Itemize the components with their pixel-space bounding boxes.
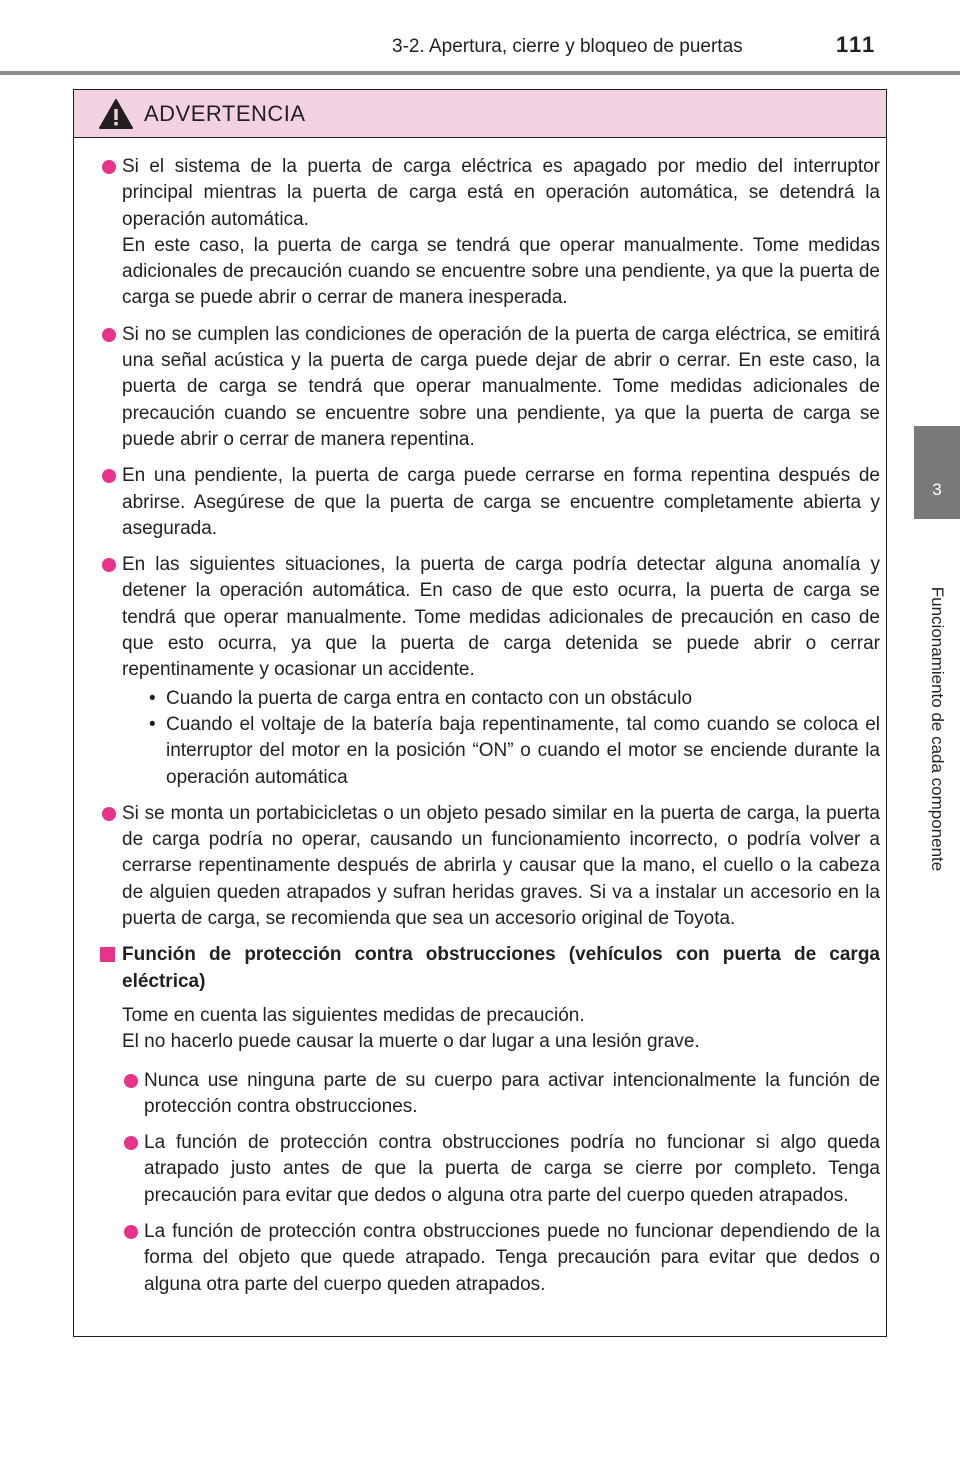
bullet-item: Nunca use ninguna parte de su cuerpo par… xyxy=(122,1068,880,1121)
bullet-text: En las siguientes situaciones, la puerta… xyxy=(122,554,880,681)
bullet-item: Si el sistema de la puerta de carga eléc… xyxy=(100,154,880,312)
warning-box: ADVERTENCIA xyxy=(73,89,887,1337)
bullet-text: Nunca use ninguna parte de su cuerpo par… xyxy=(144,1069,880,1117)
header-rule xyxy=(0,71,960,75)
bullet-text: Si no se cumplen las condiciones de oper… xyxy=(122,323,880,450)
warning-triangle-icon xyxy=(99,99,133,129)
warning-title: ADVERTENCIA xyxy=(144,101,306,126)
chapter-number: 3 xyxy=(932,480,942,499)
warning-content: Si el sistema de la puerta de carga eléc… xyxy=(100,154,880,1308)
bullet-text: En una pendiente, la puerta de carga pue… xyxy=(122,465,880,539)
bullet-item: Si no se cumplen las condiciones de oper… xyxy=(100,322,880,453)
sub-list-item: Cuando el voltaje de la batería baja rep… xyxy=(146,712,880,791)
bullet-text: Si se monta un portabicicletas o un obje… xyxy=(122,802,880,930)
subsection-intro: Tome en cuenta las siguientes medidas de… xyxy=(100,1003,880,1056)
chapter-title: Funcionamiento de cada componente xyxy=(928,586,947,872)
page-number: 111 xyxy=(836,32,877,57)
bullet-item: En una pendiente, la puerta de carga pue… xyxy=(100,463,880,542)
sub-list: Cuando la puerta de carga entra en conta… xyxy=(122,686,880,791)
chapter-tab: 3 xyxy=(914,426,960,519)
bullet-item: La función de protección contra obstrucc… xyxy=(122,1219,880,1298)
subsection-title: Función de protección contra obstruccion… xyxy=(100,942,880,995)
warning-header: ADVERTENCIA xyxy=(74,90,886,138)
intro-line: Tome en cuenta las siguientes medidas de… xyxy=(122,1004,585,1026)
bullet-text: La función de protección contra obstrucc… xyxy=(144,1220,880,1295)
bullet-text: Si el sistema de la puerta de carga eléc… xyxy=(122,156,880,230)
bullet-item: La función de protección contra obstrucc… xyxy=(122,1130,880,1209)
bullet-item: En las siguientes situaciones, la puerta… xyxy=(100,552,880,791)
section-title: 3-2. Apertura, cierre y bloqueo de puert… xyxy=(392,36,743,57)
bullet-text: En este caso, la puerta de carga se tend… xyxy=(122,234,880,309)
bullet-item: Si se monta un portabicicletas o un obje… xyxy=(100,801,880,932)
intro-line: El no hacerlo puede causar la muerte o d… xyxy=(122,1031,700,1053)
bullet-text: La función de protección contra obstrucc… xyxy=(144,1132,880,1206)
sub-list-item: Cuando la puerta de carga entra en conta… xyxy=(146,686,880,713)
